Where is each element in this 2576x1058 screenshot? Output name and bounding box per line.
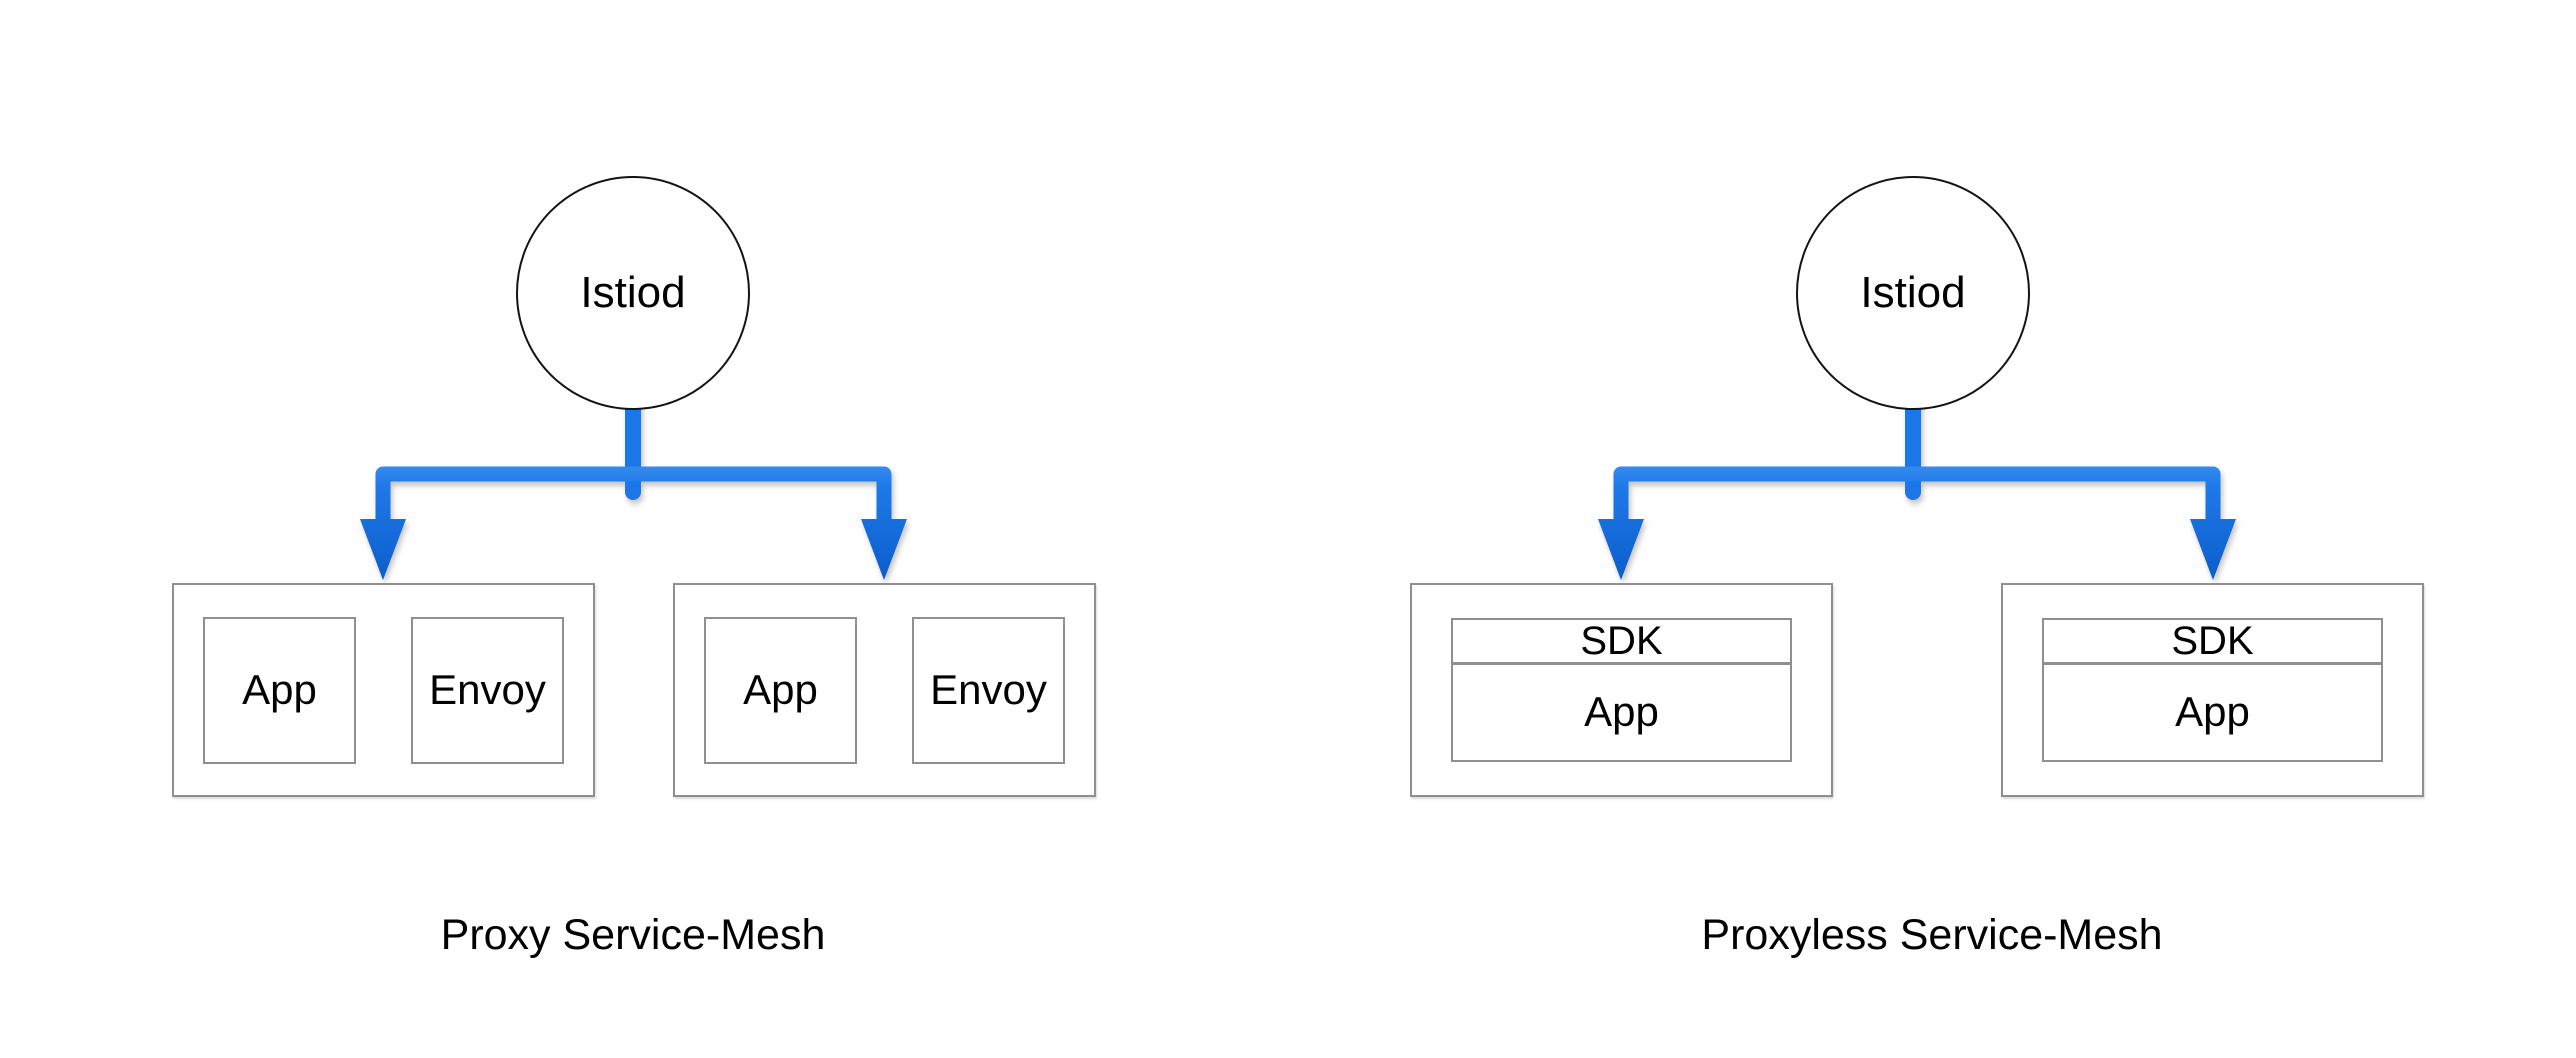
app-box-label: App — [2175, 688, 2250, 736]
branch-connector-line — [375, 466, 892, 535]
app-box: App — [2042, 662, 2383, 762]
app-box: App — [203, 616, 356, 764]
app-box: App — [1451, 662, 1792, 762]
pod-contents: App Envoy — [704, 616, 1065, 764]
istiod-node: Istiod — [1796, 176, 2030, 410]
pod-box: App Envoy — [673, 583, 1096, 797]
diagram-caption: Proxyless Service-Mesh — [1701, 911, 2163, 959]
arrow-down-icon — [861, 519, 907, 580]
pod-box: SDK App — [1410, 583, 1833, 797]
proxyless-connector — [1598, 390, 2236, 580]
proxy-connector — [360, 390, 907, 580]
sdk-bar-label: SDK — [1580, 618, 1663, 663]
arrow-down-icon — [1598, 519, 1644, 580]
istiod-node-label: Istiod — [580, 268, 686, 317]
app-box: App — [704, 616, 857, 764]
pod-box: App Envoy — [172, 583, 595, 797]
envoy-box: Envoy — [912, 616, 1065, 764]
app-box-label: App — [1584, 688, 1659, 736]
branch-connector-line — [1613, 466, 2221, 535]
sdk-bar: SDK — [2042, 618, 2383, 665]
istiod-node-label: Istiod — [1860, 268, 1966, 317]
arrow-down-icon — [360, 519, 406, 580]
sdk-bar: SDK — [1451, 618, 1792, 665]
envoy-box-label: Envoy — [429, 666, 546, 713]
diagram-caption: Proxy Service-Mesh — [440, 911, 826, 959]
pod-contents: SDK App — [2042, 618, 2383, 762]
pod-contents: SDK App — [1451, 618, 1792, 762]
pod-box: SDK App — [2001, 583, 2424, 797]
envoy-box-label: Envoy — [930, 666, 1047, 713]
sdk-bar-label: SDK — [2171, 618, 2254, 663]
app-box-label: App — [743, 666, 818, 713]
istiod-node: Istiod — [516, 176, 750, 410]
app-box-label: App — [242, 666, 317, 713]
pod-contents: App Envoy — [203, 616, 564, 764]
arrow-down-icon — [2190, 519, 2236, 580]
envoy-box: Envoy — [411, 616, 564, 764]
